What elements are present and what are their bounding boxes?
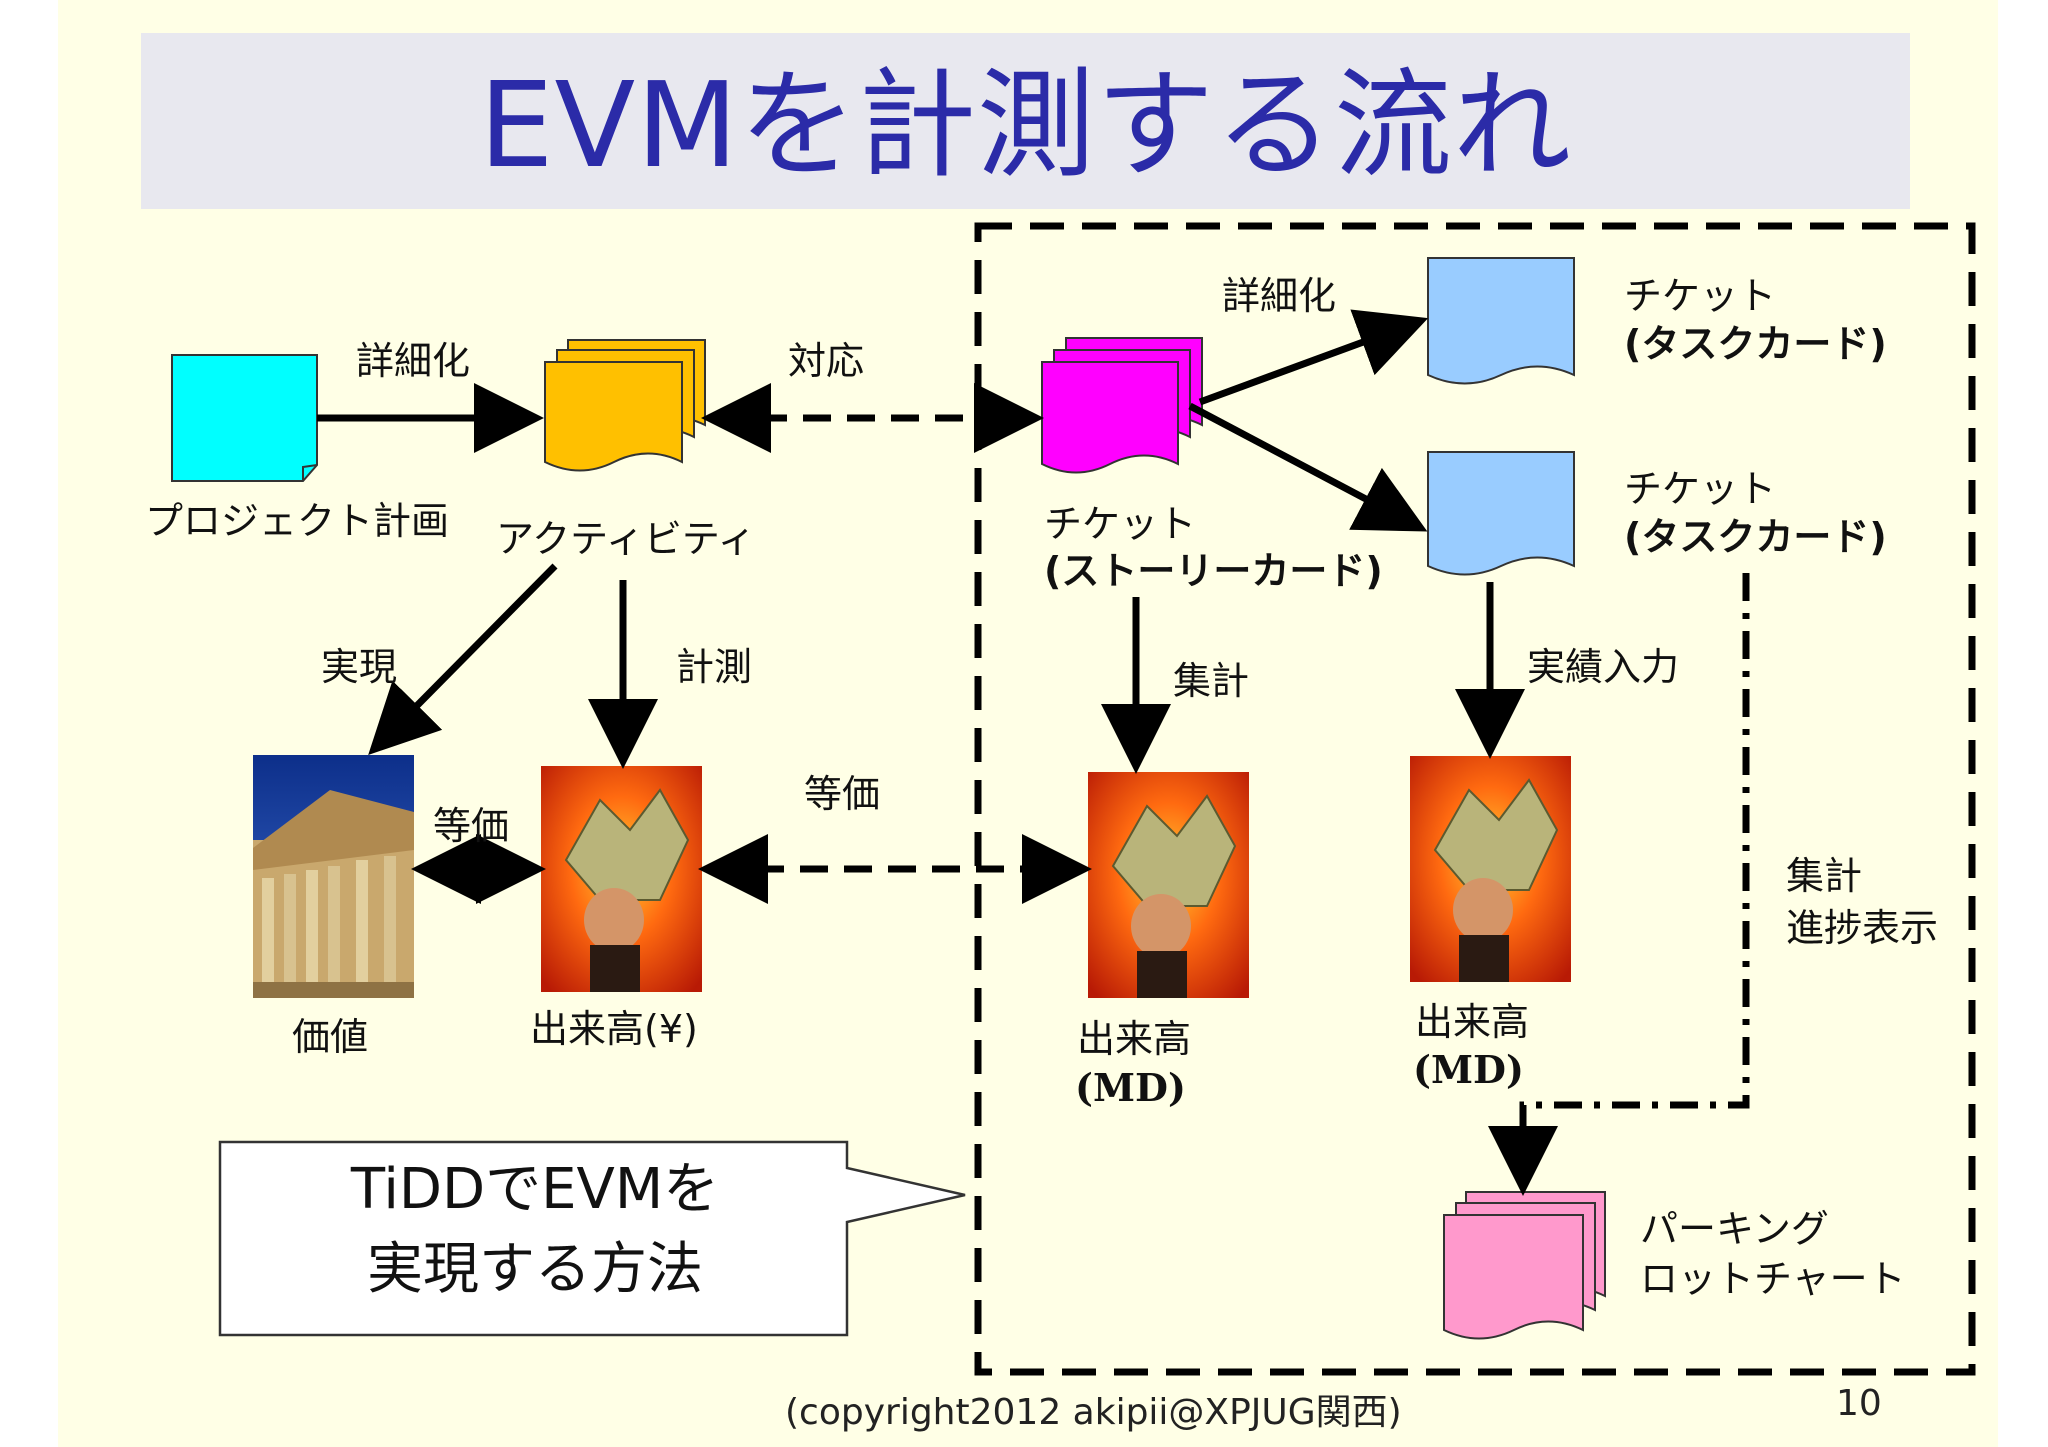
label-refine: 詳細化: [356, 339, 471, 383]
label-earned-md2a: 出来高: [1415, 1000, 1530, 1044]
arrow-refine-task1: [1198, 309, 1429, 406]
label-earned-md1a: 出来高: [1077, 1017, 1192, 1061]
label-equiv-2: 等価: [804, 772, 881, 816]
callout-line-2: 実現する方法: [367, 1237, 703, 1302]
callout-text: TiDDでEVMを 実現する方法: [225, 1150, 845, 1310]
label-task-ticket-2b: (タスクカード): [1624, 515, 1887, 559]
parthenon-photo: [253, 755, 414, 998]
label-refine-2: 詳細化: [1222, 274, 1337, 318]
label-parking-2: ロットチャート: [1640, 1257, 1906, 1301]
label-aggregate-progress-2: 進捗表示: [1786, 906, 1939, 950]
task-ticket-doc-icon: [1427, 451, 1575, 576]
label-aggregate: 集計: [1173, 659, 1250, 703]
label-aggregate-progress-1: 集計: [1786, 854, 1863, 898]
footer-copyright: (copyright2012 akipii@XPJUG関西): [785, 1392, 1402, 1433]
label-parking-1: パーキング: [1640, 1207, 1829, 1251]
label-activity: アクティビティ: [496, 517, 756, 561]
callout-bubble: [218, 1140, 966, 1337]
label-project-plan: プロジェクト計画: [145, 499, 450, 543]
label-equiv-1: 等価: [433, 804, 510, 848]
story-ticket-docs-icon: [1041, 337, 1203, 474]
project-plan-doc-icon: [171, 354, 318, 482]
label-earned-md1b: (MD): [1075, 1065, 1186, 1110]
title-band: [141, 33, 1910, 209]
label-task-ticket-1a: チケット: [1624, 274, 1777, 318]
label-correspond: 対応: [788, 339, 865, 383]
label-actual-input: 実績入力: [1527, 645, 1680, 689]
tidd-boundary: [974, 222, 1976, 1376]
activity-docs-icon: [544, 339, 706, 472]
label-story-ticket-2: (ストーリーカード): [1044, 549, 1383, 593]
arrow-aggregate-progress: [1488, 573, 1750, 1196]
label-realize: 実現: [321, 645, 398, 689]
arrow-realize: [368, 563, 558, 755]
arrow-refine-task2: [1188, 402, 1428, 532]
label-task-ticket-2a: チケット: [1624, 467, 1777, 511]
label-earned-md2b: (MD): [1413, 1047, 1524, 1092]
money-fist-photo: [1410, 756, 1571, 982]
label-value: 価値: [292, 1015, 369, 1059]
page-title: EVMを計測する流れ: [478, 56, 1573, 194]
parking-lot-chart-docs-icon: [1443, 1191, 1606, 1340]
page-number: 10: [1836, 1383, 1882, 1424]
callout-line-1: TiDDでEVMを: [350, 1157, 720, 1222]
money-fist-photo: [541, 766, 702, 992]
money-fist-photo: [1088, 772, 1249, 998]
label-task-ticket-1b: (タスクカード): [1624, 322, 1887, 366]
label-story-ticket-1: チケット: [1044, 502, 1197, 546]
task-ticket-doc-icon: [1427, 257, 1575, 385]
label-measure: 計測: [676, 645, 753, 689]
label-earned-yen: 出来高(¥): [530, 1007, 698, 1051]
